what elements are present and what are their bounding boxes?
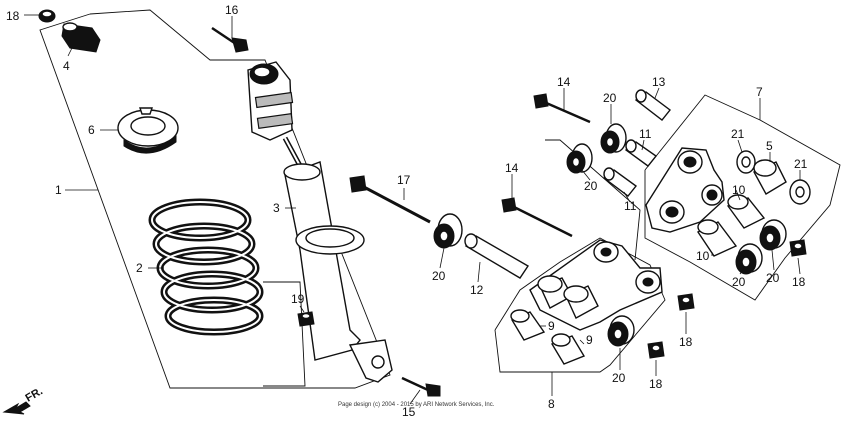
bolt-14-mid[interactable]	[501, 197, 573, 238]
nut-18-bottom[interactable]	[647, 341, 665, 359]
collar-13[interactable]	[634, 89, 671, 121]
callout-18-bottom[interactable]: 18	[649, 377, 663, 391]
callout-21-b[interactable]: 21	[794, 157, 808, 171]
callout-9-b[interactable]: 9	[586, 333, 593, 347]
bushing-10-b[interactable]	[696, 219, 738, 257]
coil-spring-2-highlight	[151, 201, 261, 333]
callout-4[interactable]: 4	[63, 59, 70, 73]
callout-7[interactable]: 7	[756, 85, 763, 99]
dust-seal-20-a[interactable]	[600, 123, 627, 154]
callout-16[interactable]: 16	[225, 3, 239, 17]
callout-20-left[interactable]: 20	[432, 269, 446, 283]
bushing-9-b[interactable]	[550, 333, 586, 365]
callout-21-a[interactable]: 21	[731, 127, 745, 141]
dust-seal-20-e[interactable]	[607, 315, 635, 347]
callout-20-a[interactable]: 20	[603, 91, 617, 105]
dust-seal-20-c[interactable]	[759, 219, 787, 251]
bushing-11-b[interactable]	[602, 167, 638, 197]
bolt-16[interactable]	[211, 26, 249, 53]
callout-20-d[interactable]: 20	[732, 275, 746, 289]
callout-11-a[interactable]: 11	[639, 127, 652, 141]
front-label: FR.	[24, 385, 45, 404]
collar-12[interactable]	[464, 233, 529, 279]
bushing-5[interactable]	[753, 159, 787, 195]
front-arrow-icon	[2, 401, 31, 415]
callout-11-b[interactable]: 11	[624, 199, 637, 213]
leader-lines	[24, 14, 801, 405]
callout-18[interactable]: 18	[6, 9, 20, 23]
copyright-notice: Page design (c) 2004 - 2015 by ARI Netwo…	[338, 402, 495, 408]
bolt-17[interactable]	[349, 175, 431, 224]
callout-5[interactable]: 5	[766, 139, 773, 153]
dust-seal-20-left[interactable]	[433, 213, 463, 249]
bushing-9-a[interactable]	[510, 309, 546, 341]
dust-seal-20-d[interactable]	[735, 243, 763, 275]
nut-18-mid[interactable]	[677, 293, 695, 311]
shock-absorber-3[interactable]	[247, 61, 393, 383]
bolt-14-top[interactable]	[533, 93, 591, 124]
callout-18-mid[interactable]: 18	[679, 335, 693, 349]
callout-3[interactable]: 3	[273, 201, 280, 215]
spring-seat-6[interactable]	[117, 107, 179, 154]
group-outlines	[39, 9, 841, 389]
callout-2[interactable]: 2	[136, 261, 143, 275]
callout-15[interactable]: 15	[402, 405, 416, 419]
callout-1[interactable]: 1	[55, 183, 62, 197]
bolt-15[interactable]	[401, 376, 441, 397]
shock-arm-8[interactable]	[529, 239, 663, 331]
bushing-4[interactable]	[61, 22, 101, 53]
bushing-10-a[interactable]	[726, 194, 766, 229]
callout-10-a[interactable]: 10	[732, 183, 746, 197]
front-direction-marker: FR.	[2, 385, 45, 415]
callout-14-mid[interactable]: 14	[505, 161, 519, 175]
callout-17[interactable]: 17	[397, 173, 411, 187]
callout-10-b[interactable]: 10	[696, 249, 710, 263]
callout-9-a[interactable]: 9	[548, 319, 555, 333]
callout-labels: 18 4 6 1 2 16 3 19 15 17 20 12 14 14 20 …	[6, 3, 808, 419]
nut-18-topleft[interactable]	[38, 9, 56, 23]
dust-seal-20-b[interactable]	[566, 143, 593, 174]
callout-13[interactable]: 13	[652, 75, 666, 89]
shock-link-7[interactable]	[645, 147, 725, 233]
callout-14-top[interactable]: 14	[557, 75, 571, 89]
dust-seal-21-left[interactable]	[736, 150, 756, 174]
callout-12[interactable]: 12	[470, 283, 484, 297]
callout-6[interactable]: 6	[88, 123, 95, 137]
bushing-11-a[interactable]	[624, 139, 658, 167]
dust-seal-21-right[interactable]	[789, 179, 811, 205]
callout-20-c[interactable]: 20	[766, 271, 780, 285]
callout-8[interactable]: 8	[548, 397, 555, 411]
nut-19[interactable]	[297, 311, 315, 327]
callout-18-right[interactable]: 18	[792, 275, 806, 289]
nut-18-right[interactable]	[789, 239, 807, 257]
callout-19[interactable]: 19	[291, 292, 305, 306]
callout-20-b[interactable]: 20	[584, 179, 598, 193]
callout-20-e[interactable]: 20	[612, 371, 626, 385]
